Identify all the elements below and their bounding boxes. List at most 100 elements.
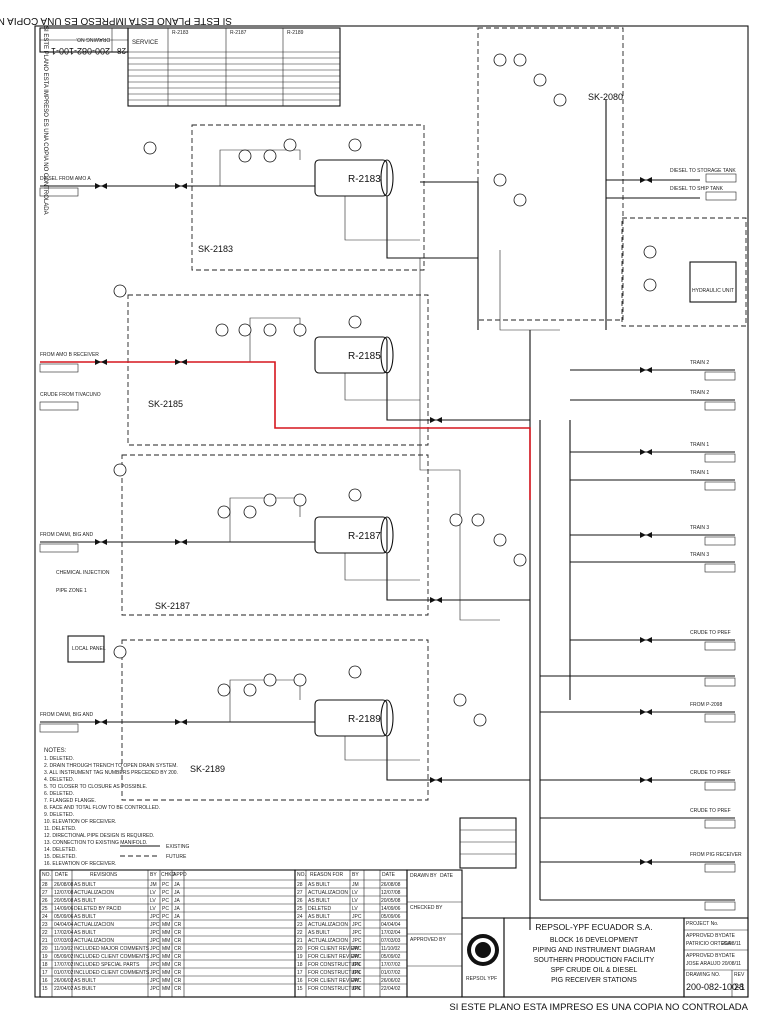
revision-reason-cell: 04/04/04 <box>381 922 401 928</box>
revision-reason-cell: 17/07/02 <box>381 962 401 968</box>
note-16: 16. ELEVATION OF RECEIVER. <box>44 861 116 867</box>
revision-reason-cell: JPC <box>352 938 362 944</box>
note-5: 5. TO CLOSER TO CLOSURE AS POSSIBLE. <box>44 784 147 790</box>
pipe-zone-label: PIPE ZONE 1 <box>56 588 87 594</box>
revision-cell: CR <box>174 922 182 928</box>
note-11: 11. DELETED. <box>44 826 76 832</box>
rotated-drawing-number: 200-082-100-1 <box>51 46 110 56</box>
revision-cell: CR <box>174 978 182 984</box>
revision-reason-cell: JPC <box>352 962 362 968</box>
note-13: 13. CONNECTION TO EXISTING MANIFOLD. <box>44 840 147 846</box>
revision-cell: CR <box>174 946 182 952</box>
revision-cell: MM <box>162 978 170 984</box>
sig-checked-by: CHECKED BY <box>410 905 443 911</box>
rev-h-chkd: CHKD <box>161 872 176 878</box>
skid-label-2080: SK-2080 <box>588 92 623 102</box>
revision-cell: 20 <box>42 946 48 952</box>
dest-label-13: FROM PIG RECEIVER <box>690 852 742 858</box>
revision-cell: JPC <box>150 938 160 944</box>
revision-reason-cell: 16 <box>297 978 303 984</box>
hydraulic-unit-label: HYDRAULIC UNIT <box>692 288 734 294</box>
revision-reason-cell: 26/06/02 <box>381 978 401 984</box>
title-company: REPSOL-YPF ECUADOR S.A. <box>535 922 652 932</box>
revision-cell: 07/03/03 <box>54 938 74 944</box>
dest-label-6: TRAIN 1 <box>690 470 709 476</box>
revision-reason-cell: 28 <box>297 882 303 888</box>
revision-cell: AS BUILT <box>74 978 96 984</box>
revision-cell: JPC <box>150 930 160 936</box>
revision-cell: 17/07/02 <box>54 962 74 968</box>
revision-reason-cell: 17 <box>297 970 303 976</box>
revision-reason-cell: AS BUILT <box>308 930 330 936</box>
revision-cell: DELETED BY PACID <box>74 906 122 912</box>
spec-box <box>459 817 517 869</box>
revision-cell: MM <box>162 946 170 952</box>
revision-cell: JA <box>174 914 181 920</box>
revision-cell: INCLUDED MAJOR COMMENTS <box>74 946 150 952</box>
revision-cell: JPC <box>150 914 160 920</box>
skid-boundary-2183 <box>191 124 425 271</box>
note-6: 6. DELETED. <box>44 791 74 797</box>
revision-cell: CR <box>174 938 182 944</box>
revision-cell: ACTUALIZACION <box>74 890 114 896</box>
skid-label-2187: SK-2187 <box>155 601 190 611</box>
revision-reason-cell: ACTUALIZACION <box>308 922 348 928</box>
approved-label-1: APPROVED BY <box>686 933 723 939</box>
revision-cell: MM <box>162 938 170 944</box>
note-15: 15. DELETED. <box>44 854 77 860</box>
note-4: 4. DELETED. <box>44 777 74 783</box>
revision-cell: AS BUILT <box>74 914 96 920</box>
service-col-2: R-2187 <box>230 30 247 36</box>
revision-cell: PC <box>162 914 169 920</box>
line-legend: EXISTING FUTURE <box>120 844 189 860</box>
instrument-bubbles <box>113 53 657 727</box>
approved-name-2: JOSE ARAUJO <box>686 961 721 967</box>
revision-reason-cell: FOR CLIENT REVIEW <box>308 946 359 952</box>
revision-reason-cell: JPC <box>352 986 362 992</box>
rev-label: REV <box>734 972 745 978</box>
dest-label-8: TRAIN 3 <box>690 552 709 558</box>
revision-cell: 01/07/02 <box>54 970 74 976</box>
skid-boundary-2189 <box>121 639 429 801</box>
revision-reason-cell: AS BUILT <box>308 898 330 904</box>
revision-cell: PC <box>162 898 169 904</box>
top-watermark: SI ESTE PLANO ESTA IMPRESO ES UNA COPIA … <box>0 15 232 26</box>
rev-value: 28 <box>734 982 744 992</box>
dest-label-10: FROM P-2098 <box>690 702 722 708</box>
sheet-border <box>34 25 749 998</box>
rev-h-appd: APPD <box>173 872 187 878</box>
source-label-1: DIESEL FROM AMO A <box>40 176 91 182</box>
date-value-1: 20/08/11 <box>722 941 741 947</box>
receiver-r2185: R-2185 <box>314 336 394 374</box>
revision-reason-cell: 24 <box>297 914 303 920</box>
revision-cell: 22 <box>42 930 48 936</box>
revision-cell: 20/05/08 <box>54 898 74 904</box>
source-label-4: FROM DAIMI, BIG AND <box>40 532 93 538</box>
dest-label-5: TRAIN 1 <box>690 442 709 448</box>
dest-label-7: TRAIN 3 <box>690 525 709 531</box>
receiver-r2189: R-2189 <box>314 699 394 737</box>
revision-reason-cell: 26/08/08 <box>381 882 401 888</box>
revision-cell: 27 <box>42 890 48 896</box>
title-line-3: SOUTHERN PRODUCTION FACILITY <box>534 957 655 964</box>
revision-cell: MM <box>162 962 170 968</box>
revision-cell: JPC <box>150 978 160 984</box>
revision-cell: 26 <box>42 898 48 904</box>
revision-reason-cell: 11/10/02 <box>381 946 400 952</box>
rotated-drawing-box: 200-082-100-1 28 DRAWING NO. <box>39 27 129 56</box>
revision-cell: INCLUDED CLIENT COMMENTS <box>74 954 150 960</box>
approved-name-1: PATRICIO ORTEGA <box>686 941 732 947</box>
skid-boundary-2187 <box>121 454 429 616</box>
revision-reason-cell: FOR CONSTRUCTION <box>308 962 361 968</box>
revision-reason-cell: JPC <box>352 970 362 976</box>
revision-cell: CR <box>174 986 182 992</box>
revision-reason-cell: 26 <box>297 898 303 904</box>
rev-h-no: NO. <box>42 872 51 878</box>
revision-cell: AS BUILT <box>74 930 96 936</box>
note-3: 3. ALL INSTRUMENT TAG NUMBERS PRECEDED B… <box>44 770 178 776</box>
title-line-2: PIPING AND INSTRUMENT DIAGRAM <box>533 947 656 954</box>
dest-label-4: TRAIN 2 <box>690 390 709 396</box>
revision-cell: AS BUILT <box>74 986 96 992</box>
note-1: 1. DELETED. <box>44 756 74 762</box>
